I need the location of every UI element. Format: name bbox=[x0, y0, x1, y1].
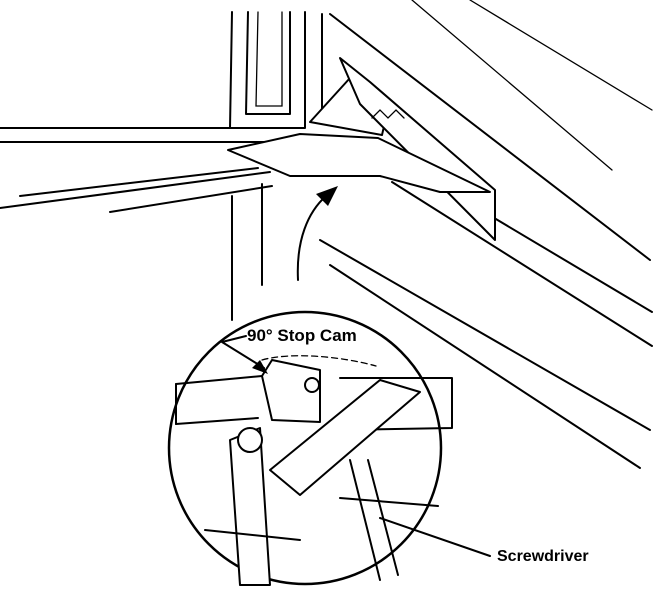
window-sash bbox=[0, 11, 343, 143]
hinge-arm bbox=[227, 57, 496, 241]
curved-arrow bbox=[296, 186, 338, 281]
stop-cam-label: 90° Stop Cam bbox=[247, 326, 357, 345]
magnified-detail bbox=[167, 310, 453, 586]
screwdriver-label: Screwdriver bbox=[497, 548, 589, 565]
leader-lines bbox=[221, 335, 491, 557]
